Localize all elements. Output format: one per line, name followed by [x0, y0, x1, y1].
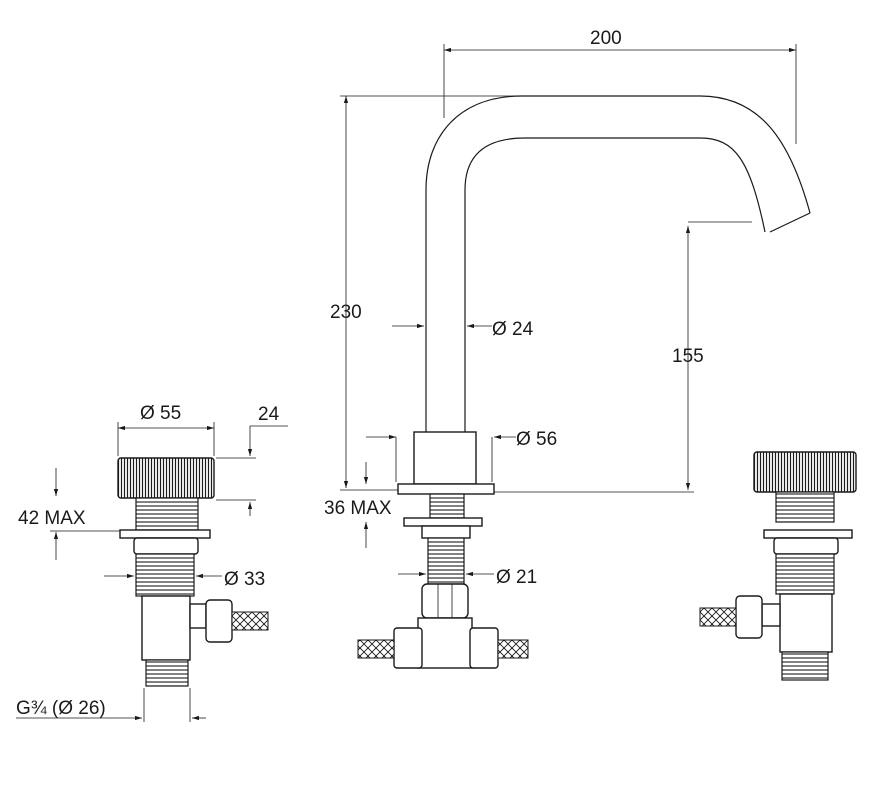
dim-handle-diameter: Ø 55 — [140, 403, 181, 424]
dim-height: 230 — [330, 302, 362, 323]
dim-spout-clearance: 155 — [672, 346, 704, 367]
dim-spout-shank-diameter: Ø 21 — [496, 567, 537, 588]
dim-spout-reach: 200 — [590, 28, 622, 49]
dim-base-diameter: Ø 56 — [516, 429, 557, 450]
dim-handle-height: 24 — [258, 404, 280, 425]
left-handle-assembly — [117, 457, 269, 687]
right-handle-assembly — [699, 451, 857, 681]
dimension-lines — [16, 44, 797, 722]
dim-valve-diameter: Ø 33 — [224, 569, 265, 590]
spout-assembly — [357, 95, 811, 669]
dim-handle-mount-max: 42 MAX — [18, 508, 86, 529]
dim-spout-mount-max: 36 MAX — [324, 498, 392, 519]
dim-body-diameter: Ø 24 — [492, 319, 534, 340]
dim-inlet-thread: G¾ (Ø 26) — [16, 698, 106, 719]
